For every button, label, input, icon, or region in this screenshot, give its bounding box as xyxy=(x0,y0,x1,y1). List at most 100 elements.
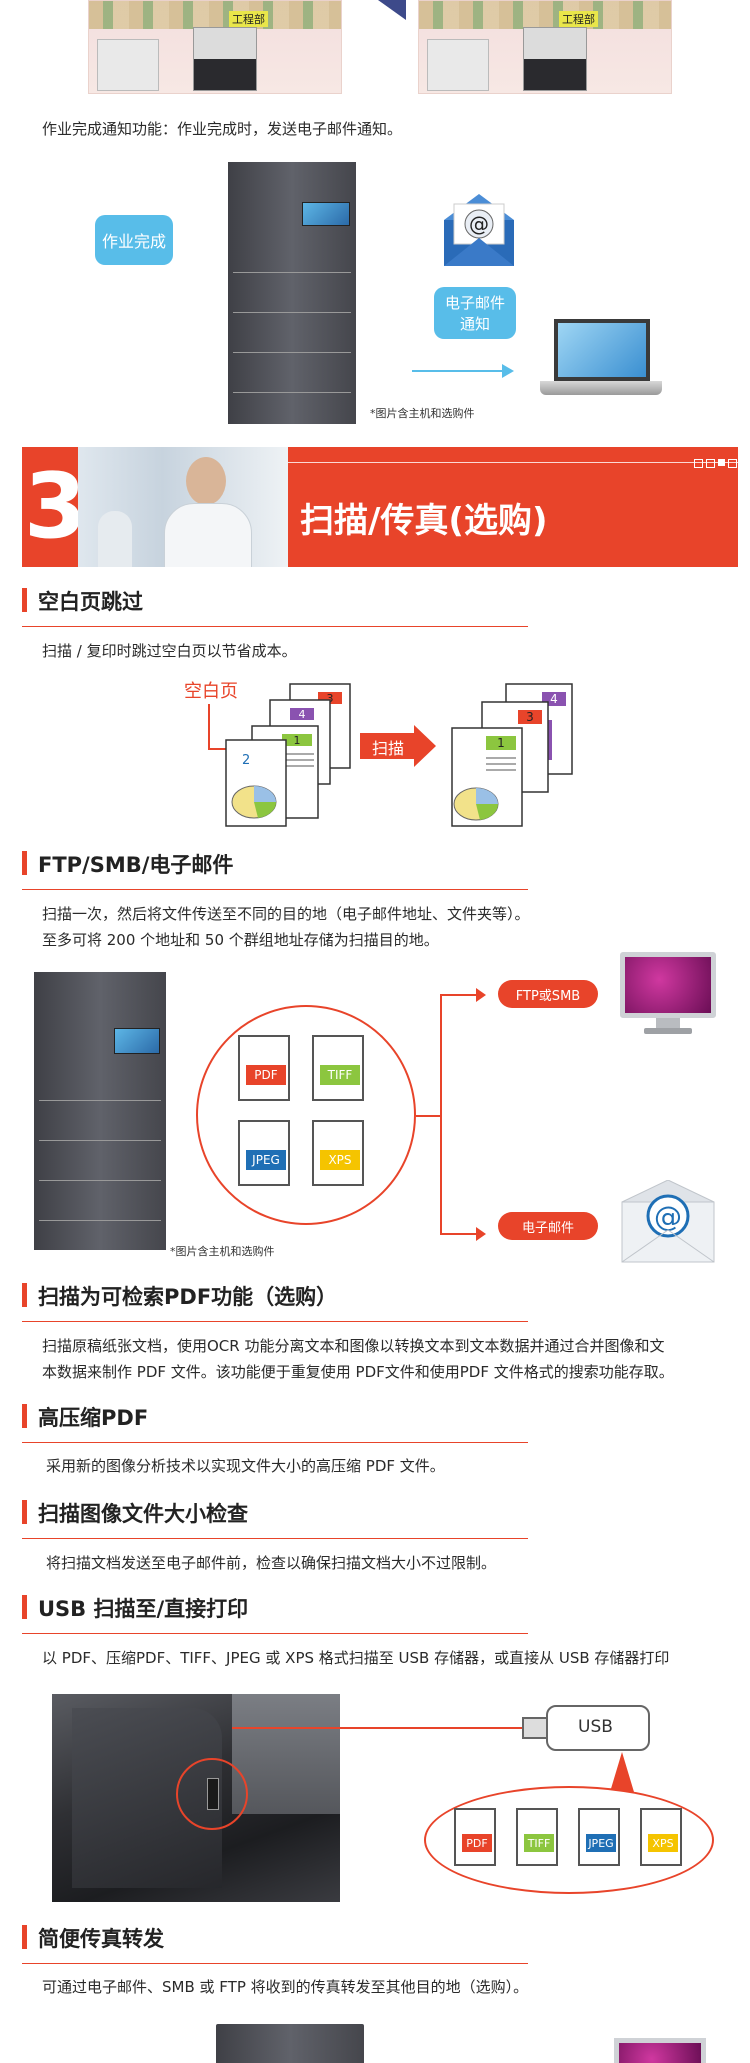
mfp-printer-image xyxy=(34,972,166,1250)
doctor-head xyxy=(186,457,226,505)
xps-file-icon: XPS xyxy=(312,1120,364,1186)
section-banner: 3 扫描/传真(选购) xyxy=(22,447,738,567)
xps-tag: XPS xyxy=(320,1150,360,1170)
section-marker xyxy=(22,1404,27,1428)
usb-drive-icon: USB xyxy=(522,1705,650,1751)
image-note: *图片含主机和选购件 xyxy=(170,1245,275,1258)
section-underline xyxy=(22,1633,528,1634)
drawer-line xyxy=(233,272,351,273)
dot xyxy=(728,459,737,468)
section-underline xyxy=(22,1321,528,1322)
section-title-fax: 简便传真转发 xyxy=(38,1927,164,1951)
email-envelope-icon: @ xyxy=(618,1179,718,1266)
tiff-file-icon: TIFF xyxy=(516,1808,558,1866)
colleague xyxy=(98,511,132,567)
connector-top xyxy=(440,994,476,996)
drawer-line xyxy=(233,392,351,393)
laptop-icon xyxy=(540,315,662,403)
printer-screen xyxy=(114,1028,160,1054)
xps-file-icon: XPS xyxy=(640,1808,682,1866)
section-underline xyxy=(22,1442,528,1443)
section-title-blank: 空白页跳过 xyxy=(38,590,143,614)
side-panel xyxy=(232,1694,340,1814)
section-marker xyxy=(22,1595,27,1619)
section-title-size-check: 扫描图像文件大小检查 xyxy=(38,1502,248,1526)
svg-text:3: 3 xyxy=(327,692,334,705)
fax-text: 可通过电子邮件、SMB 或 FTP 将收到的传真转发至其他目的地（选购）。 xyxy=(42,1978,529,1996)
email-notify-label-2: 通知 xyxy=(459,315,490,333)
drawer-line xyxy=(39,1140,161,1141)
ftp-text-1: 扫描一次，然后将文件传送至不同的目的地（电子邮件地址、文件夹等）。 xyxy=(42,905,530,923)
drawer-line xyxy=(39,1100,161,1101)
printer-small-dark xyxy=(523,27,587,91)
job-complete-badge: 作业完成 xyxy=(95,215,173,265)
dot xyxy=(694,459,703,468)
pdf-file-icon: PDF xyxy=(238,1035,290,1101)
monitor-stand xyxy=(656,1018,680,1028)
jpeg-tag: JPEG xyxy=(246,1150,286,1170)
arrow-shape xyxy=(378,0,406,20)
laptop-screen xyxy=(554,319,650,381)
dept-tag: 工程部 xyxy=(559,11,598,27)
dest-ftp-smb: FTP或SMB xyxy=(498,980,598,1008)
arrow-to-laptop xyxy=(412,370,504,372)
usb-speech-tail xyxy=(610,1752,634,1792)
top-image-left: 工程部 xyxy=(88,0,342,94)
printer-small-dark xyxy=(193,27,257,91)
pdf-file-icon: PDF xyxy=(454,1808,496,1866)
drawer-line xyxy=(233,352,351,353)
email-envelope-icon: @ xyxy=(440,190,518,270)
connector-h xyxy=(416,1115,440,1117)
svg-text:2: 2 xyxy=(242,753,250,768)
section-underline xyxy=(22,626,528,627)
usb-label: USB xyxy=(578,1717,613,1737)
section-underline xyxy=(22,1963,528,1964)
tiff-tag: TIFF xyxy=(320,1065,360,1085)
section-marker xyxy=(22,1925,27,1949)
blank-page-label: 空白页 xyxy=(184,681,238,702)
pdf-search-text-2: 本数据来制作 PDF 文件。该功能便于重复使用 PDF文件和使用PDF 文件格式… xyxy=(42,1363,674,1381)
format-circle xyxy=(196,1005,416,1225)
scan-arrow xyxy=(360,725,436,767)
job-notice-text: 作业完成通知功能：作业完成时，发送电子邮件通知。 xyxy=(42,120,403,138)
printer-small-white xyxy=(97,39,159,91)
mfp-printer-image xyxy=(216,2024,364,2063)
image-note: *图片含主机和选购件 xyxy=(370,407,475,420)
section-marker xyxy=(22,1283,27,1307)
email-notify-badge: 电子邮件 通知 xyxy=(434,287,516,339)
svg-text:3: 3 xyxy=(526,710,534,724)
usb-port xyxy=(207,1778,219,1810)
section-marker xyxy=(22,1500,27,1524)
banner-title: 扫描/传真(选购) xyxy=(300,501,548,541)
section-underline xyxy=(22,889,528,890)
top-image-right: 工程部 xyxy=(418,0,672,94)
blank-text: 扫描 / 复印时跳过空白页以节省成本。 xyxy=(42,642,297,660)
banner-dots xyxy=(694,459,737,468)
section-title-pdf-search: 扫描为可检索PDF功能（选购） xyxy=(38,1285,338,1309)
pdf-search-text-1: 扫描原稿纸张文档，使用OCR 功能分离文本和图像以转换文本到文本数据并通过合并图… xyxy=(42,1337,665,1355)
drawer-line xyxy=(39,1220,161,1221)
connector-v xyxy=(440,994,442,1234)
pages-after: 4 3 1 xyxy=(446,680,576,830)
office-scene xyxy=(419,1,671,29)
section-marker xyxy=(22,588,27,612)
drawer-line xyxy=(39,1180,161,1181)
monitor-screen xyxy=(620,952,716,1018)
svg-text:1: 1 xyxy=(497,736,505,750)
section-marker xyxy=(22,851,27,875)
arrow-head xyxy=(476,1227,486,1241)
xps-tag: XPS xyxy=(648,1834,678,1852)
monitor-icon xyxy=(614,2038,706,2063)
hc-pdf-text: 采用新的图像分析技术以实现文件大小的高压缩 PDF 文件。 xyxy=(46,1457,445,1475)
ftp-text-2: 至多可将 200 个地址和 50 个群组地址存储为扫描目的地。 xyxy=(42,931,439,949)
dot xyxy=(706,459,715,468)
svg-text:@: @ xyxy=(469,212,489,236)
scan-arrow-label: 扫描 xyxy=(372,739,405,758)
usb-port-highlight xyxy=(176,1758,248,1830)
connector-bottom xyxy=(440,1233,476,1235)
tiff-file-icon: TIFF xyxy=(312,1035,364,1101)
banner-number: 3 xyxy=(24,454,87,559)
dest-email: 电子邮件 xyxy=(498,1212,598,1240)
laptop-base xyxy=(540,381,662,395)
section-title-hc-pdf: 高压缩PDF xyxy=(38,1406,149,1430)
